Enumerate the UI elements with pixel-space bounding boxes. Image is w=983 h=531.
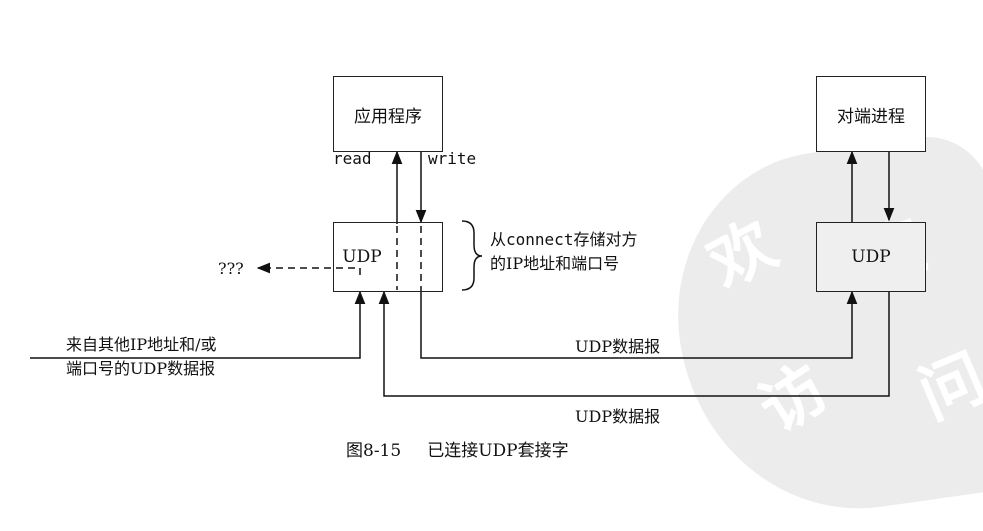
- figure-number: 图8-15: [346, 441, 402, 461]
- read-label: read: [333, 149, 372, 168]
- incoming-note-line1: 来自其他IP地址和/或: [66, 335, 217, 354]
- connect-note: 从connect存储对方 的IP地址和端口号: [490, 228, 637, 276]
- incoming-note-line2: 端口号的UDP数据报: [66, 359, 216, 378]
- peer-process-box: 对端进程: [816, 76, 926, 152]
- datagram-bottom-label: UDP数据报: [575, 407, 661, 426]
- udp-left-box: UDP: [333, 222, 443, 292]
- udp-right-label: UDP: [851, 247, 891, 267]
- datagram-top-arrow: [420, 290, 858, 359]
- application-box: 应用程序: [333, 76, 443, 152]
- peer-process-label: 对端进程: [837, 106, 905, 127]
- figure-caption: 图8-15 已连接UDP套接字: [346, 436, 569, 461]
- udp-right-box: UDP: [816, 222, 926, 292]
- incoming-note: 来自其他IP地址和/或 端口号的UDP数据报: [66, 333, 216, 381]
- connect-code: connect: [506, 230, 574, 249]
- connect-note-line1: 从connect存储对方: [490, 230, 638, 249]
- figure-title: 已连接UDP套接字: [427, 441, 569, 461]
- unknown-destination-label: ???: [218, 259, 244, 278]
- connect-note-line2: 的IP地址和端口号: [490, 254, 620, 273]
- write-label: write: [428, 149, 477, 168]
- datagram-top-label: UDP数据报: [575, 337, 661, 356]
- curly-brace: [461, 220, 483, 291]
- diagram-connectors: [30, 150, 895, 397]
- datagram-bottom-arrow: [378, 290, 890, 397]
- incoming-arrow: [30, 290, 366, 359]
- rejected-path: [256, 262, 361, 275]
- application-label: 应用程序: [354, 106, 422, 127]
- udp-left-label: UDP: [342, 247, 382, 267]
